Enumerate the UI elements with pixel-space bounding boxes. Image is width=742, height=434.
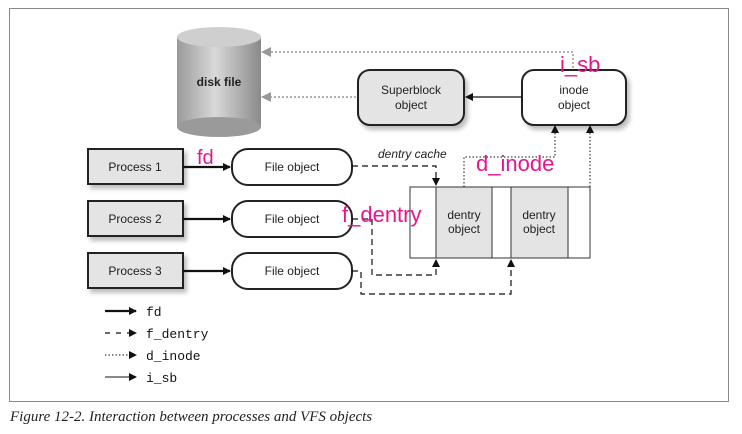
legend-d-inode-label: d_inode [146, 349, 201, 364]
process-3-label: Process 3 [108, 264, 162, 278]
file-object-3-label: File object [265, 264, 320, 278]
legend-f-dentry-label: f_dentry [146, 327, 209, 342]
process-1-label: Process 1 [108, 160, 162, 174]
disk-file-label: disk file [197, 75, 242, 89]
legend-i-sb-label: i_sb [146, 371, 177, 386]
d-inode-arrow-1 [463, 125, 559, 187]
superblock-label-1: Superblock [381, 83, 442, 97]
dentry-2-label-1: dentry [522, 208, 555, 222]
f-dentry-arrow-3 [352, 259, 515, 295]
disk-file-cylinder: disk file [177, 27, 261, 137]
legend-fd-label: fd [146, 305, 162, 320]
file-object-1-label: File object [265, 160, 320, 174]
inode-object: inode object [521, 69, 627, 126]
file-object-2: File object [231, 200, 353, 238]
dentry-object-2 [510, 186, 569, 259]
superblock-label-2: object [395, 98, 428, 112]
file-object-1: File object [231, 148, 353, 186]
superblock-object: Superblock object [357, 69, 465, 126]
annotation-fd: fd [197, 147, 214, 169]
f-dentry-arrow-1 [352, 165, 440, 186]
dentry-1-label-2: object [448, 222, 481, 236]
file-object-2-label: File object [265, 212, 320, 226]
annotation-f-dentry: f_dentry [342, 202, 422, 227]
process-2-label: Process 2 [108, 212, 162, 226]
figure-caption: Figure 12-2. Interaction between process… [10, 409, 373, 425]
process-2: Process 2 [87, 200, 184, 237]
dentry-object-1 [435, 186, 493, 259]
annotation-i-sb: i_sb [560, 52, 600, 77]
dentry-1-label-1: dentry [447, 208, 480, 222]
process-3: Process 3 [87, 252, 184, 289]
dentry-cache-label: dentry cache [378, 147, 447, 161]
process-1: Process 1 [87, 148, 184, 185]
annotation-d-inode: d_inode [476, 151, 554, 176]
dentry-2-label-2: object [523, 222, 556, 236]
i-sb-arrow-to-disk [261, 47, 574, 72]
f-dentry-arrow-2 [352, 218, 436, 276]
inode-label-2: object [558, 98, 591, 112]
inode-label-1: inode [559, 83, 589, 97]
legend: fd f_dentry d_inode i_sb [105, 305, 209, 386]
file-object-3: File object [231, 252, 353, 290]
dentry-cache: dentry object dentry object [409, 186, 591, 259]
